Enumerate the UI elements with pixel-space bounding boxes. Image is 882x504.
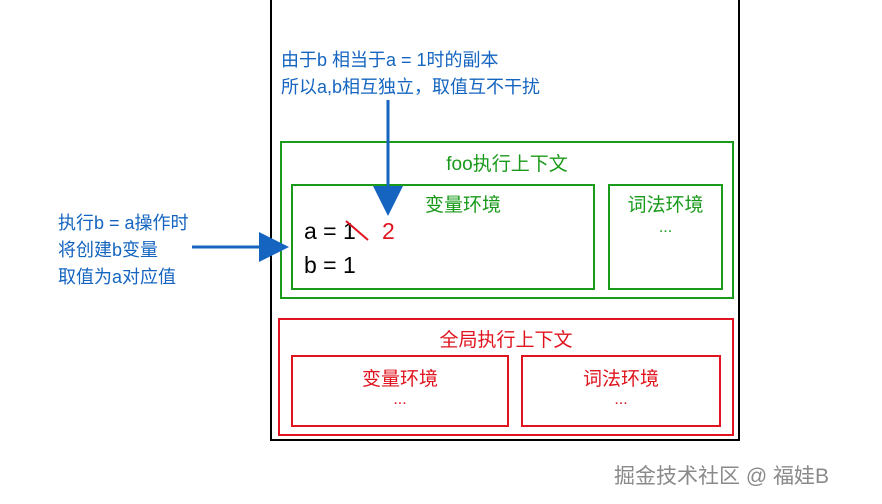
foo-execution-context: foo执行上下文 (280, 141, 734, 299)
global-variable-env-content: ... (393, 391, 407, 408)
left-annotation-line-1: 执行b = a操作时 (58, 213, 189, 233)
watermark: 掘金技术社区 @ 福娃B (614, 465, 829, 488)
variable-b-line: b = 1 (304, 252, 356, 278)
top-annotation: 由于b 相当于a = 1时的副本 所以a,b相互独立，取值互不干扰 (281, 47, 540, 101)
global-execution-context: 全局执行上下文 (278, 318, 734, 436)
left-annotation-line-3: 取值为a对应值 (58, 267, 177, 287)
foo-lexical-env-content: ... (658, 219, 673, 236)
foo-variable-environment: 变量环境 (291, 184, 595, 290)
top-annotation-line-2: 所以a,b相互独立，取值互不干扰 (281, 77, 541, 97)
global-context-title: 全局执行上下文 (439, 330, 573, 351)
global-lexical-env-title: 词法环境 (582, 369, 659, 390)
call-stack-frame (270, 0, 740, 441)
left-annotation-line-2: 将创建b变量 (58, 240, 159, 260)
left-annotation: 执行b = a操作时 将创建b变量 取值为a对应值 (58, 210, 189, 291)
strike-mark (345, 220, 369, 241)
foo-lexical-env-title: 词法环境 (627, 195, 704, 216)
global-variable-env-title: 变量环境 (361, 369, 438, 390)
foo-context-title: foo执行上下文 (446, 154, 568, 175)
foo-variable-env-title: 变量环境 (424, 195, 501, 216)
top-annotation-line-1: 由于b 相当于a = 1时的副本 (281, 50, 499, 70)
global-lexical-env-content: ... (614, 391, 628, 408)
global-variable-environment: 变量环境 ... (291, 355, 509, 427)
global-lexical-environment: 词法环境 ... (521, 355, 721, 427)
foo-lexical-environment: 词法环境 ... (608, 184, 723, 290)
variable-a-new-value: 2 (382, 218, 395, 244)
